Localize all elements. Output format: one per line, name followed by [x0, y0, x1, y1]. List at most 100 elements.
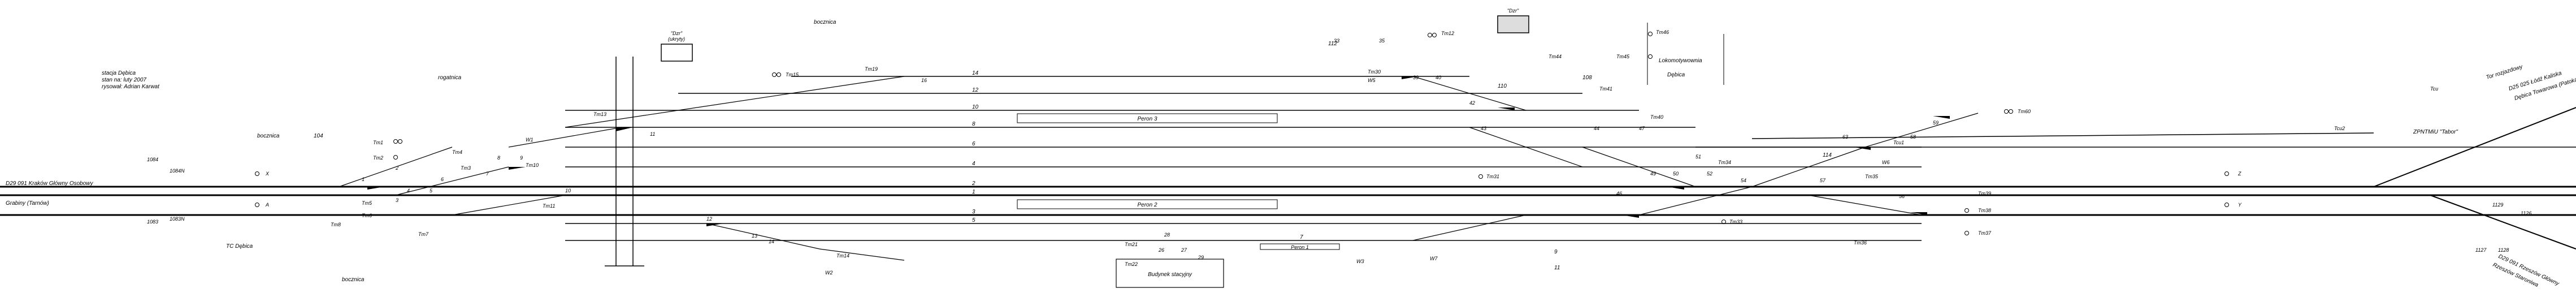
signal-Tm31: Tm31: [1486, 174, 1499, 179]
switch-9: 9: [520, 155, 523, 161]
signal-Tm30: Tm30: [1368, 69, 1381, 75]
signal-lamp: [1721, 220, 1726, 224]
switch-6: 6: [441, 177, 444, 182]
platform-3: [1017, 113, 1278, 123]
switch-marker: [1854, 147, 1871, 150]
switch-marker: [1402, 76, 1419, 79]
level-crossing: [605, 57, 644, 266]
switch-marker: [706, 223, 723, 226]
signal-symbols: [255, 32, 2229, 235]
station-building: [1116, 259, 1224, 288]
switch-63: 63: [1842, 134, 1848, 140]
signal-Tm7: Tm7: [418, 231, 429, 237]
rogatnica-label: rogatnica: [438, 75, 462, 81]
signal-Tm4: Tm4: [452, 149, 462, 155]
signal-labels: Tm1 Tm2 Tm4 Tm3 Tm5 Tm6 Tm7 Tm8 Tm10 Tm1…: [265, 29, 2438, 276]
switch-35: 35: [1379, 38, 1385, 44]
signal-lamp: [2224, 171, 2229, 176]
signal-Tm1: Tm1: [373, 140, 383, 145]
dzr2-label: "Dzr": [1507, 8, 1519, 14]
signal-Tcu1: Tcu1: [1893, 140, 1904, 145]
platforms: Peron 3 Peron 2 Peron 1: [1017, 113, 1340, 250]
signal-lamp: [1964, 208, 1969, 213]
signal-lamp: [777, 72, 781, 77]
track-114-num: 114: [1823, 152, 1832, 158]
switch-marker: [1667, 187, 1684, 190]
switch-1: 1: [362, 177, 365, 182]
loco-house-lines: [1647, 23, 1724, 85]
switch-54: 54: [1741, 178, 1746, 183]
signal-Tm40: Tm40: [1650, 114, 1663, 120]
state-date: stan na: luty 2007: [102, 77, 146, 83]
signal-Tm41: Tm41: [1599, 86, 1612, 92]
signal-W6: W6: [1882, 160, 1890, 165]
km-1084: 1084: [147, 157, 158, 162]
switch-marker: [367, 187, 384, 190]
dzr2-box: [1497, 15, 1529, 33]
switch-56: 56: [1899, 194, 1905, 199]
track-8-num: 8: [972, 121, 975, 127]
track-7-num: 7: [1300, 234, 1303, 240]
line-krakow-label: D29 091 Kraków Główny Osobowy: [6, 180, 94, 187]
signal-W1: W1: [526, 137, 534, 143]
tc-debica-label: TC Dębica: [226, 243, 253, 250]
signal-lamp: [772, 72, 777, 77]
station-building-label: Budynek stacyjny: [1148, 272, 1192, 278]
signal-lamp: [1964, 231, 1969, 235]
buildings: Budynek stacyjny "Dzr" (ukryty) "Dzr" Lo…: [661, 8, 1702, 288]
signal-Tm46: Tm46: [1656, 29, 1669, 35]
switch-14: 14: [769, 239, 774, 244]
track-9-num: 9: [1554, 249, 1558, 255]
signal-Tm34: Tm34: [1718, 160, 1731, 165]
switch-29: 29: [1198, 255, 1204, 260]
switch-13: 13: [752, 233, 757, 239]
signal-W3: W3: [1356, 259, 1364, 264]
platform-2-label: Peron 2: [1137, 202, 1157, 208]
signal-Tm3: Tm3: [461, 165, 471, 171]
signal-lamp: [1432, 33, 1437, 37]
signal-Tm11: Tm11: [543, 203, 555, 209]
switch-51: 51: [1695, 154, 1701, 160]
signal-Tm35: Tm35: [1865, 174, 1879, 179]
signal-Tm45: Tm45: [1616, 54, 1630, 59]
signal-lamp: [393, 139, 398, 144]
track-11-num: 11: [1554, 265, 1560, 271]
left-labels: D29 091 Kraków Główny Osobowy Grabiny (T…: [6, 19, 836, 283]
track-104-num: 104: [314, 133, 323, 139]
platform-1-label: Peron 1: [1291, 244, 1309, 250]
signal-W2: W2: [825, 270, 833, 276]
switch-3: 3: [396, 197, 398, 203]
line-lodz-label: Tor rozjazdowy: [2486, 64, 2524, 81]
switch-2: 2: [395, 165, 398, 171]
signal-Tm33: Tm33: [1729, 219, 1742, 225]
signal-lamp: [393, 155, 398, 160]
switch-40: 40: [1436, 75, 1441, 80]
signal-lamp: [1428, 33, 1432, 37]
switch-27: 27: [1181, 247, 1187, 253]
switch-43: 43: [1481, 126, 1486, 131]
switch-marker: [1498, 108, 1515, 110]
switch-47: 47: [1639, 126, 1645, 131]
track-1-num: 1: [972, 189, 975, 195]
signal-Tm5: Tm5: [362, 200, 372, 206]
signal-Tm22: Tm22: [1125, 261, 1138, 267]
signal-lamp: [1478, 174, 1483, 179]
track-14-num: 14: [972, 70, 979, 76]
signal-lamp: [398, 139, 402, 144]
km-1083N: 1083N: [170, 216, 185, 222]
km-1126: 1126: [2521, 210, 2531, 216]
signal-Tm37: Tm37: [1978, 230, 1992, 236]
signal-Tm13: Tm13: [593, 111, 606, 117]
signal-Tcu2: Tcu2: [2334, 126, 2345, 131]
signal-Tm10: Tm10: [526, 162, 539, 168]
platform-1: [1260, 243, 1340, 250]
signal-Tm6: Tm6: [362, 213, 372, 218]
main-tracks: [0, 76, 2576, 261]
signal-lamp: [2009, 109, 2013, 114]
track-12-num: 12: [972, 87, 979, 93]
switch-marker: [1933, 116, 1950, 119]
switch-39: 39: [1413, 75, 1419, 80]
line-tarnow-label: Grabiny (Tarnów): [6, 200, 49, 207]
signal-lamp: [2004, 109, 2009, 114]
